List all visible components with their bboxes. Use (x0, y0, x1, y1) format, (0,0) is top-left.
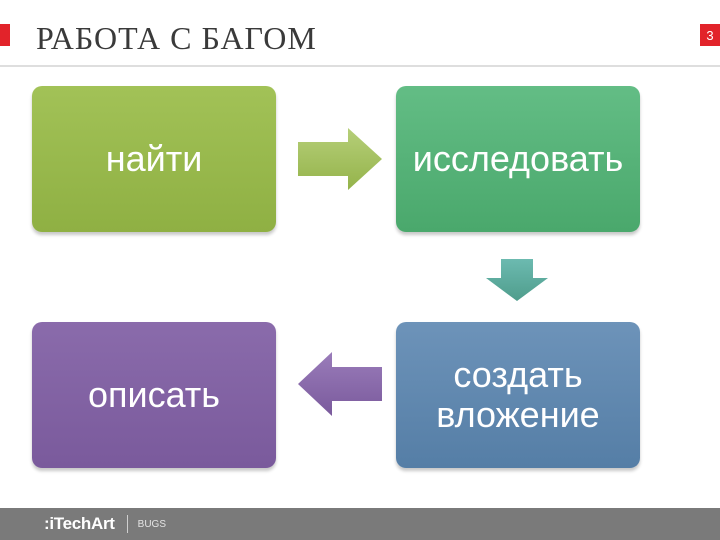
step-investigate-label: исследовать (412, 138, 624, 179)
arrow-right-icon (298, 128, 382, 190)
footer-separator (126, 515, 128, 533)
section-label: BUGS (137, 518, 166, 530)
arrow-left-icon (298, 352, 382, 416)
step-find-label: найти (105, 138, 203, 179)
step-describe-label: описать (87, 374, 221, 415)
step-attach: создать вложение (396, 322, 640, 468)
footer-bar: :iTechArt BUGS (0, 508, 720, 540)
step-find: найти (32, 86, 276, 232)
header-divider (0, 65, 720, 67)
step-describe: описать (32, 322, 276, 468)
arrow-down-icon (486, 259, 548, 301)
page-number: 3 (700, 24, 720, 46)
company-logo: :iTechArt (44, 514, 115, 533)
slide-title: РАБОТА С БАГОМ (36, 20, 317, 56)
accent-bar (0, 24, 10, 46)
step-attach-label: создать вложение (436, 354, 600, 435)
step-investigate: исследовать (396, 86, 640, 232)
